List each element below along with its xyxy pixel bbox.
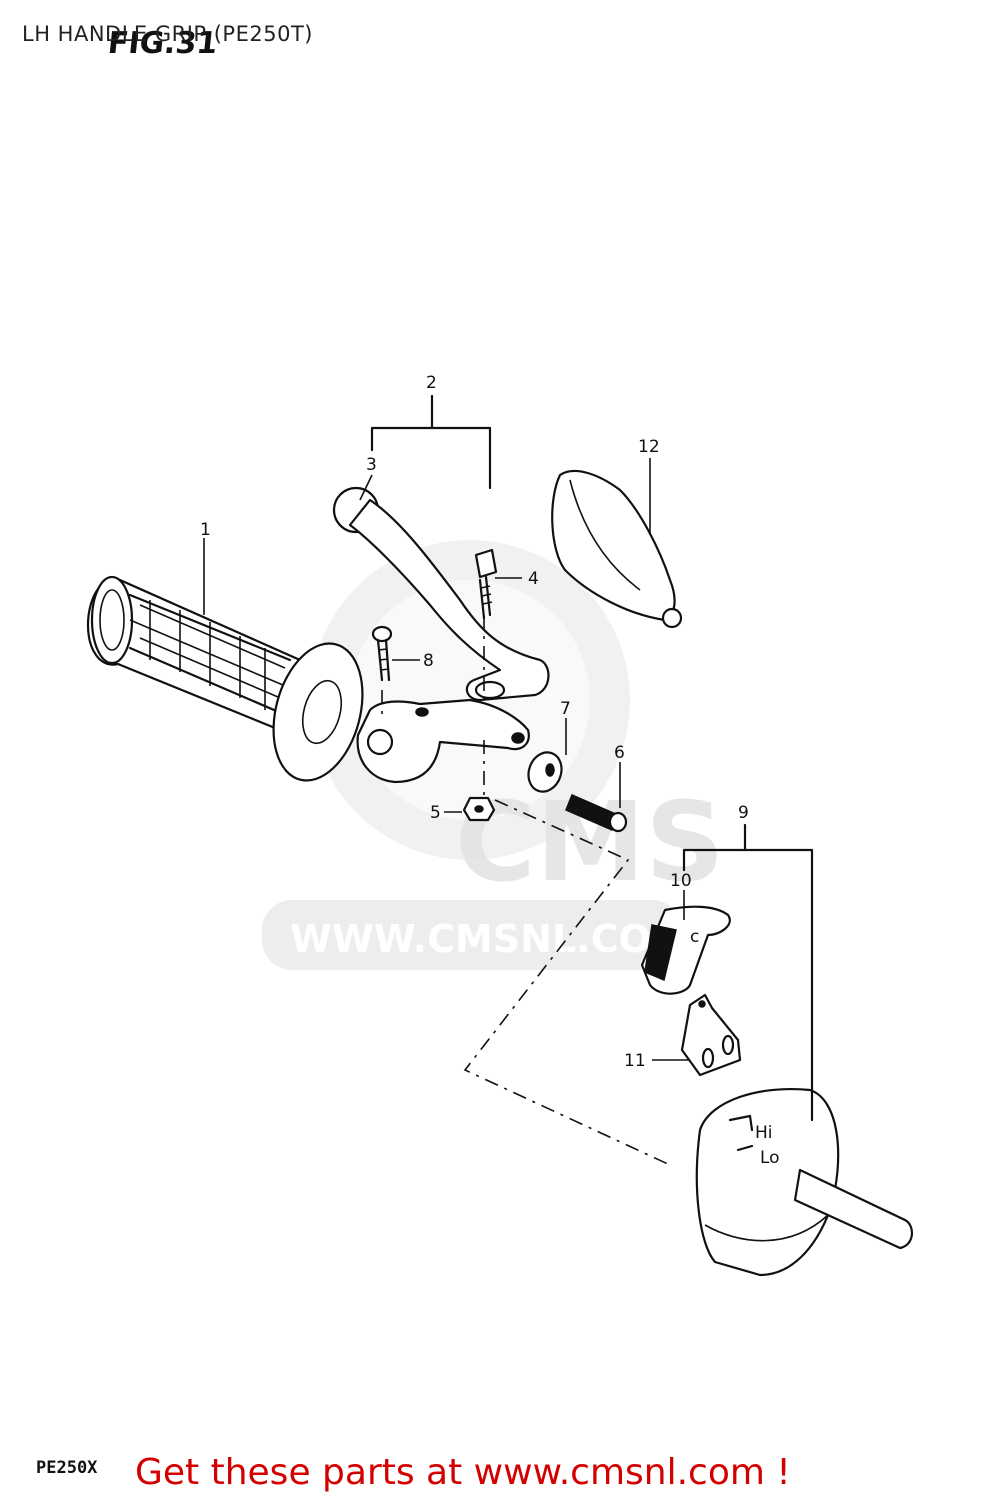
part-7-washer [527,751,563,793]
switch-hi-label: Hi [755,1123,773,1143]
part-10-switch-knob: c [640,905,731,995]
part-3-clutch-lever [332,486,550,702]
label-4: 4 [528,569,539,589]
label-5: 5 [430,803,441,823]
label-11: 11 [624,1051,646,1071]
label-3: 3 [366,455,377,475]
part-1-handle-grip [86,575,364,782]
watermark-url: WWW.CMSNL.COM [290,917,689,961]
switch-c-label: c [690,927,699,947]
page-title: LH HANDLE GRIP (PE250T) [22,22,313,46]
lever-holder-bracket [356,698,530,784]
leader-lines [203,394,814,1166]
label-8: 8 [423,651,434,671]
part-4-bolt [474,548,498,620]
label-12: 12 [638,437,660,457]
model-code: PE250X [36,1458,98,1478]
part-6-adjuster-bolt [565,794,628,833]
label-1: 1 [200,520,211,540]
part-5-nut [462,796,496,822]
part-11-contact-plate [680,993,742,1077]
part-number-labels: 1 2 3 4 5 6 7 8 9 10 11 12 [200,373,749,1071]
label-9: 9 [738,803,749,823]
switch-lo-label: Lo [760,1148,780,1168]
part-9-switch-assembly: Hi Lo [695,1088,913,1277]
label-7: 7 [560,699,571,719]
label-6: 6 [614,743,625,763]
part-12-lever-cover [551,470,683,629]
label-10: 10 [670,871,692,891]
label-2: 2 [426,373,437,393]
promo-link[interactable]: Get these parts at www.cmsnl.com ! [135,1452,791,1493]
part-8-screw [371,625,393,682]
